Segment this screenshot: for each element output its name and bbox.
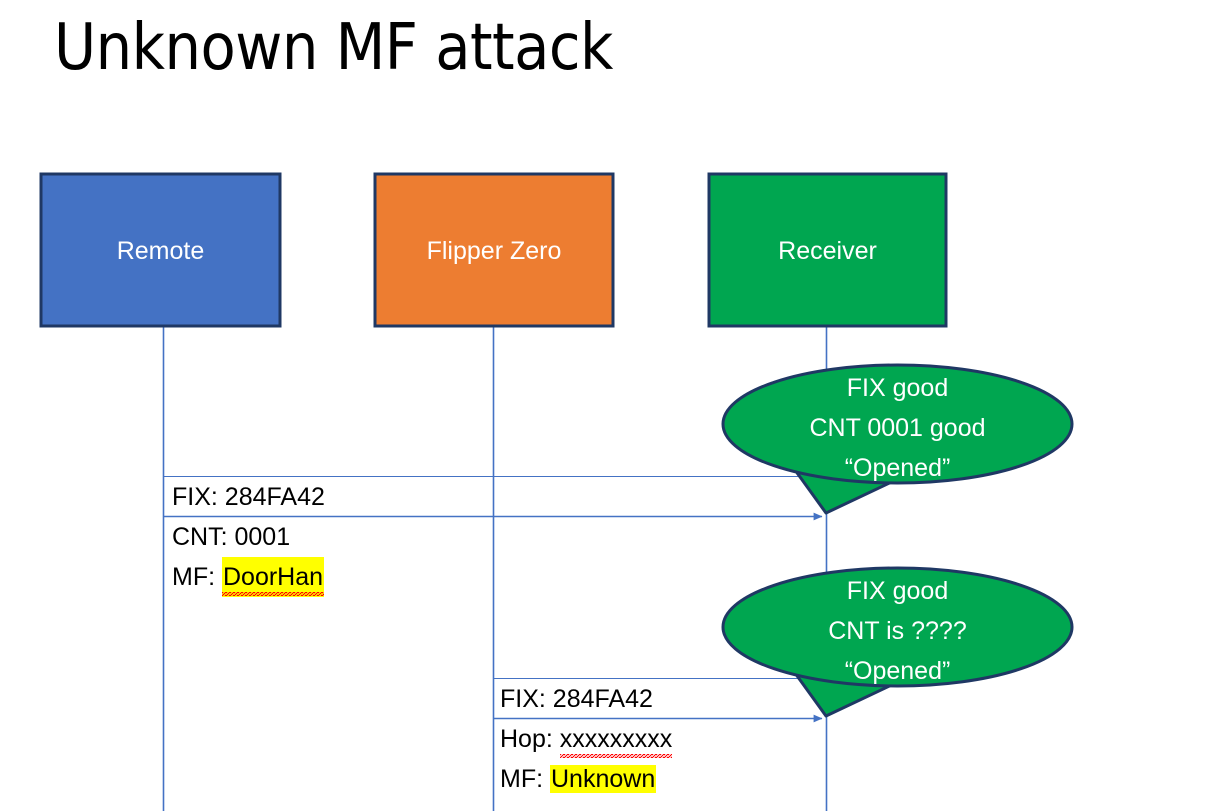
message-line-value-highlighted: Unknown <box>550 765 657 793</box>
message-line-value: xxxxxxxxx <box>559 719 672 759</box>
message-line-label: Hop: <box>500 725 560 753</box>
message-line-label: MF: <box>500 765 550 793</box>
message-line-value: 284FA42 <box>552 685 653 713</box>
actor-label-receiver: Receiver <box>778 237 877 265</box>
message-line-label: CNT: <box>172 523 235 551</box>
message-line: FIX: 284FA42 <box>500 679 672 719</box>
callout-ellipse-second <box>721 566 1074 688</box>
message-label-flipper-to-receiver: FIX: 284FA42 Hop: xxxxxxxxx MF: Unknown <box>500 679 672 799</box>
message-line: MF: Unknown <box>500 759 672 799</box>
message-line: MF: DoorHan <box>172 557 325 597</box>
actor-box-remote[interactable] <box>39 172 282 328</box>
message-line-value: 0001 <box>234 523 291 551</box>
actor-label-flipper: Flipper Zero <box>426 237 562 265</box>
message-line-label: FIX: <box>500 685 553 713</box>
callout-text-second: FIX good CNT is ???? “Opened” <box>723 571 1072 691</box>
page-title: Unknown MF attack <box>54 11 613 85</box>
message-line-label: MF: <box>172 563 222 591</box>
actor-box-receiver[interactable] <box>707 172 948 328</box>
message-line-value-highlighted: DoorHan <box>222 557 325 597</box>
callout-line: “Opened” <box>844 657 951 685</box>
actor-box-flipper[interactable] <box>373 172 615 328</box>
message-line: CNT: 0001 <box>172 517 325 557</box>
callout-line: “Opened” <box>844 454 951 482</box>
callout-bubble-second[interactable] <box>721 566 1074 718</box>
message-line-label: FIX: <box>172 483 225 511</box>
callout-line: CNT 0001 good <box>809 414 986 442</box>
message-line: Hop: xxxxxxxxx <box>500 719 672 759</box>
message-line: FIX: 284FA42 <box>172 477 325 517</box>
message-label-remote-to-receiver: FIX: 284FA42 CNT: 0001 MF: DoorHan <box>172 477 325 597</box>
callout-ellipse-first <box>721 363 1074 485</box>
message-line-value: 284FA42 <box>224 483 325 511</box>
callout-text-first: FIX good CNT 0001 good “Opened” <box>723 368 1072 488</box>
callout-line: FIX good <box>846 577 949 605</box>
callout-line: FIX good <box>846 374 949 402</box>
callout-line: CNT is ???? <box>828 617 967 645</box>
actor-label-remote: Remote <box>116 237 205 265</box>
callout-bubble-first[interactable] <box>721 363 1074 515</box>
